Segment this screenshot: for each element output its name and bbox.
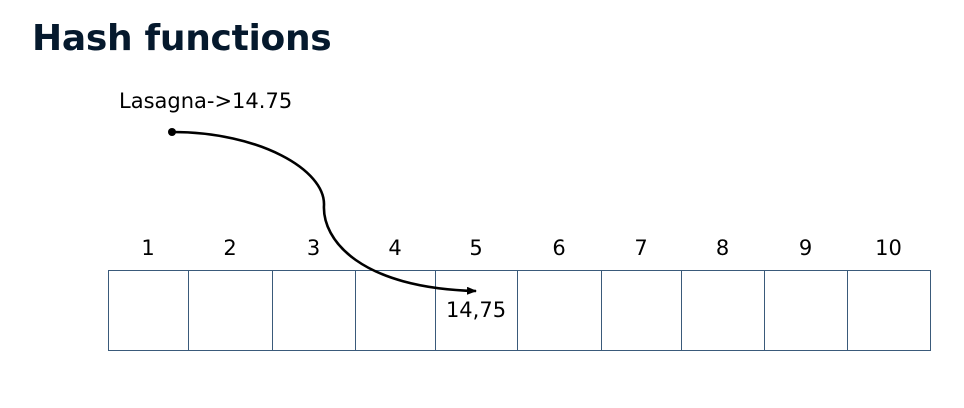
key-value-label: Lasagna->14.75 (119, 89, 293, 113)
array-slot-2 (188, 270, 273, 351)
slot-index-5: 5 (469, 236, 483, 260)
page-title: Hash functions (32, 18, 332, 59)
slot-value-5: 14,75 (445, 298, 507, 322)
slot-index-2: 2 (223, 236, 237, 260)
array-slot-10 (847, 270, 931, 351)
array-slot-4 (355, 270, 436, 351)
slot-index-4: 4 (388, 236, 402, 260)
array-slot-9 (764, 270, 848, 351)
slot-index-6: 6 (552, 236, 566, 260)
array-slot-3 (272, 270, 356, 351)
array-slot-8 (681, 270, 765, 351)
arrow-curve (171, 130, 477, 295)
slot-index-3: 3 (306, 236, 321, 260)
slot-index-1: 1 (141, 236, 155, 260)
slot-index-10: 10 (875, 236, 902, 260)
arrow-start-dot (168, 128, 176, 136)
slot-index-7: 7 (634, 236, 648, 260)
array-slot-1 (108, 270, 189, 351)
array-slot-7 (601, 270, 682, 351)
slot-index-8: 8 (715, 236, 730, 260)
array-slot-6 (517, 270, 602, 351)
slot-index-9: 9 (798, 236, 813, 260)
